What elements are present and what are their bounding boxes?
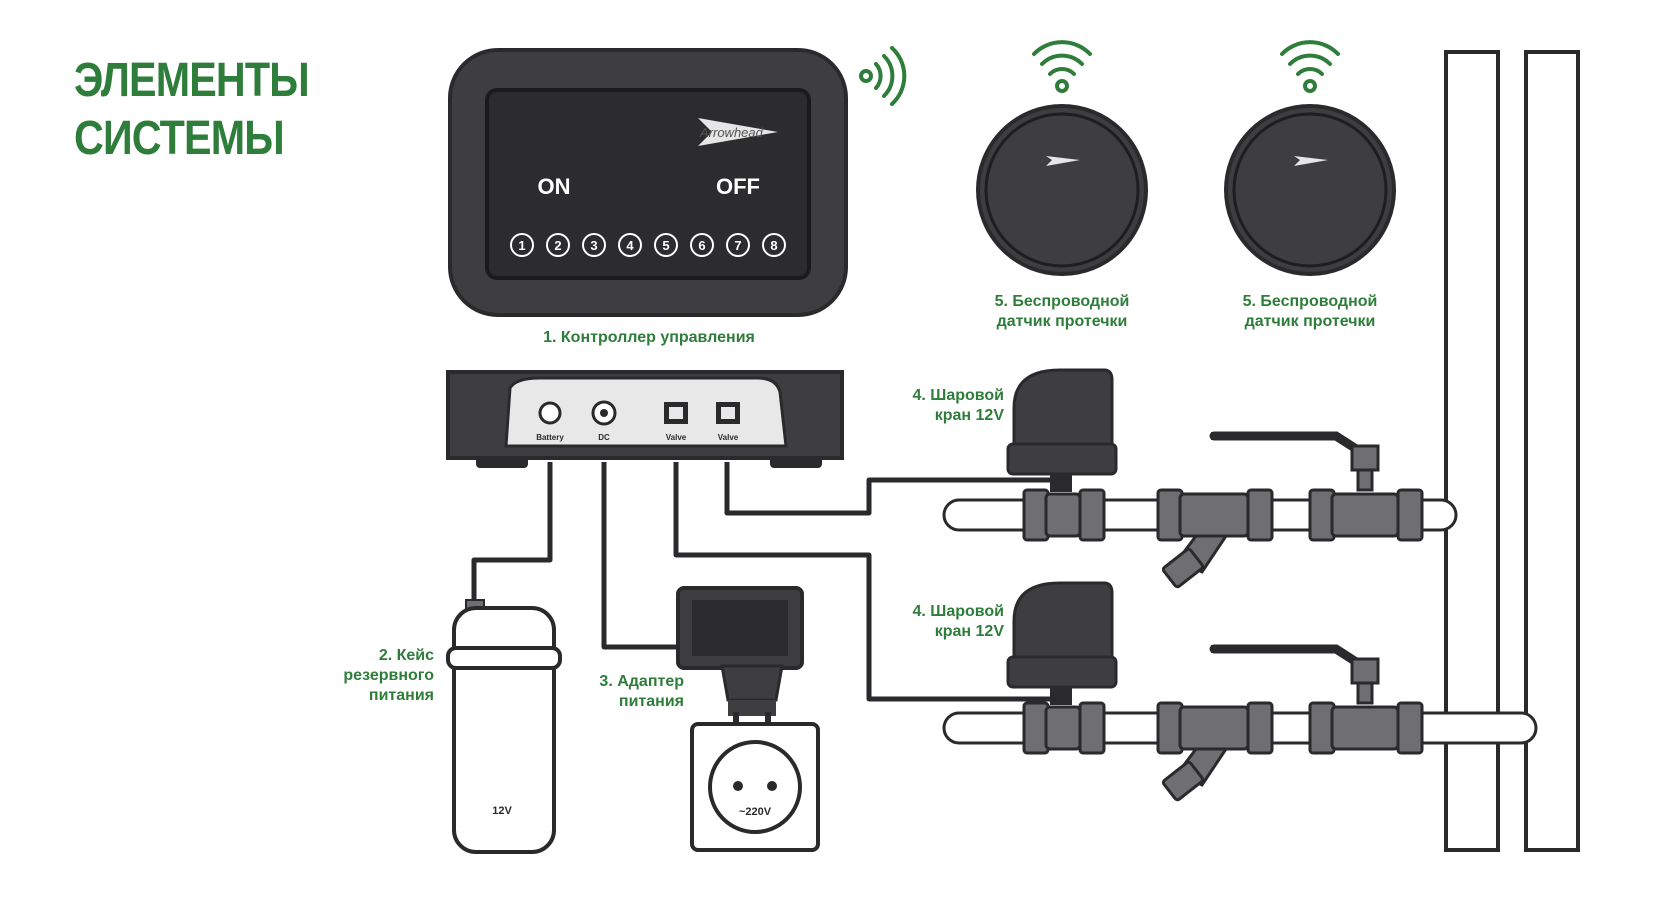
cable-valve-upper [724,462,1062,516]
adapter-label: 3. Адаптер питания [599,673,684,710]
socket-voltage: ~220V [739,806,772,818]
port-label-battery: Battery [536,433,564,442]
valve-label-1: 4. Шаровой кран 12V [912,387,1004,424]
manual-ball-valve [1209,644,1424,755]
motor-valve-body [1022,488,1106,542]
battery-case: 12V [446,599,562,854]
zone-button-1: 1 [518,238,525,253]
diagram-title: ЭЛЕМЕНТЫ СИСТЕМЫ [74,52,310,168]
battery-label: 2. Кейс резервного питания [343,647,434,704]
cables [471,462,1062,702]
zone-button-7: 7 [734,238,741,253]
sensor-label-2: 5. Беспроводной датчик протечки [1242,293,1378,330]
zone-button-8: 8 [770,238,777,253]
zone-button-3: 3 [590,238,597,253]
port-label-valve-2: Valve [718,433,739,442]
zone-button-6: 6 [698,238,705,253]
valve-assembly-lower [1006,581,1424,802]
valve-label-2: 4. Шаровой кран 12V [912,603,1004,640]
y-strainer [1156,701,1274,802]
zone-button-ring [546,233,570,257]
zone-button-5: 5 [662,238,669,253]
zone-button-ring [582,233,606,257]
cable-valve-lower [673,462,1062,702]
valve-assembly-upper [1006,368,1424,589]
zone-button-4: 4 [626,238,634,253]
on-label: ON [538,174,571,199]
controller-label: 1. Контроллер управления [543,329,755,346]
title-line-2: СИСТЕМЫ [74,112,285,165]
hub-box: Battery DC Valve Valve [446,370,844,468]
zone-button-2: 2 [554,238,561,253]
motor-actuator [1006,581,1118,705]
zone-button-ring [726,233,750,257]
y-strainer [1156,488,1274,589]
cable-adapter [601,462,680,650]
brand-text: Arrowhead [699,125,764,140]
zone-button-ring [618,233,642,257]
leak-sensor-1 [976,104,1148,276]
port-labels: Battery DC Valve Valve [536,433,739,442]
zone-button-ring [762,233,786,257]
wifi-icon-controller [859,46,907,106]
wifi-icon-sensor-2 [1280,40,1340,93]
zone-button-ring [690,233,714,257]
controller: Arrowhead ON OFF 1 2 3 4 5 6 7 8 [448,48,848,317]
cable-battery [471,462,553,606]
title-line-1: ЭЛЕМЕНТЫ [74,54,310,107]
power-adapter [676,586,804,738]
arrowhead-logo: Arrowhead [698,118,778,146]
wifi-icon-sensor-1 [1032,40,1092,93]
port-label-dc: DC [598,433,610,442]
motor-valve-body [1022,701,1106,755]
off-label: OFF [716,174,760,199]
port-label-valve-1: Valve [666,433,687,442]
riser-pipes [1444,50,1580,852]
motor-actuator [1006,368,1118,492]
sensor-label-1: 5. Беспроводной датчик протечки [994,293,1130,330]
battery-voltage: 12V [492,805,512,817]
zone-button-ring [510,233,534,257]
leak-sensor-2 [1224,104,1396,276]
manual-ball-valve [1209,431,1424,542]
zone-button-ring [654,233,678,257]
wall-socket: ~220V [690,722,820,852]
zone-buttons: 1 2 3 4 5 6 7 8 [510,233,786,257]
